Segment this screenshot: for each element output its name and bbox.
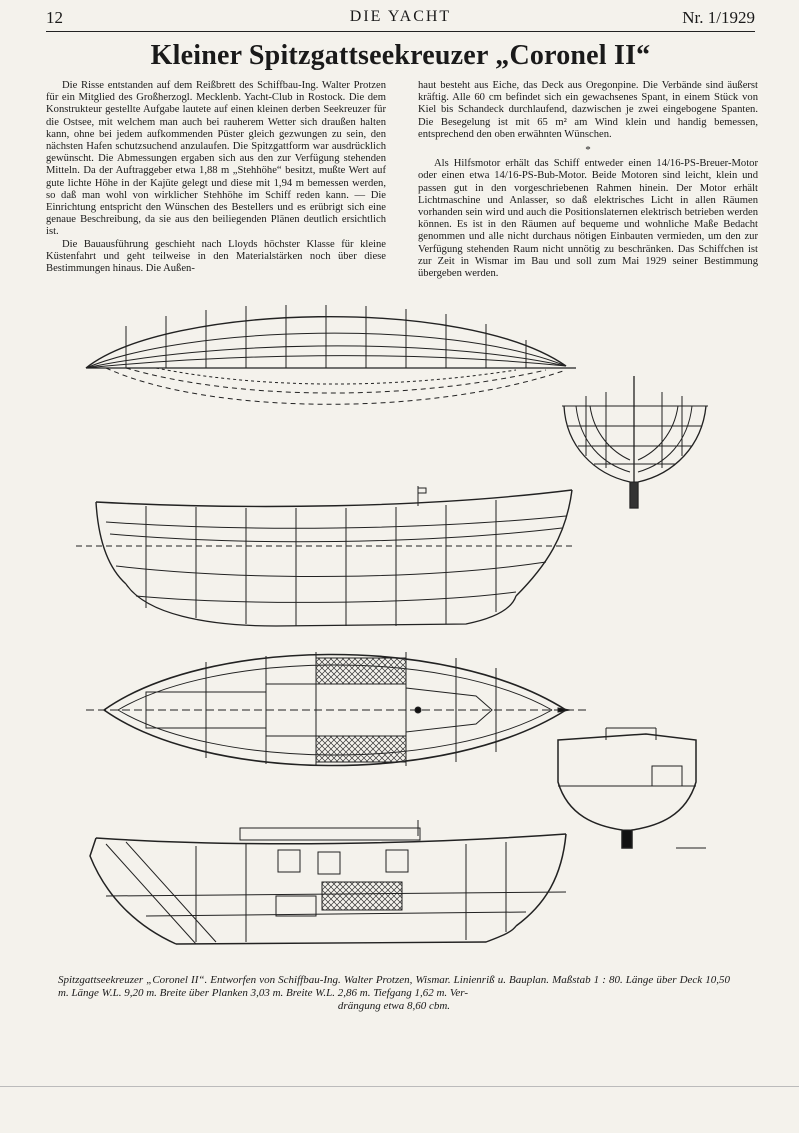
paragraph: haut besteht aus Eiche, das Deck aus Ore…	[418, 80, 758, 140]
caption-line: drängung etwa 8,60 cbm.	[337, 1000, 451, 1012]
issue-number: Nr. 1/1929	[682, 8, 755, 27]
figure-caption: Spitzgattseekreuzer „Coronel II“. Entwor…	[58, 974, 730, 1013]
article-body: Die Risse entstanden auf dem Reißbrett d…	[46, 80, 758, 294]
construction-plan	[90, 820, 566, 944]
paragraph: Die Bauausführung geschieht nach Lloyds …	[46, 238, 386, 275]
running-header: 12 DIE YACHT Nr. 1/1929	[46, 8, 755, 30]
half-breadth-plan	[86, 305, 576, 404]
magazine-name: DIE YACHT	[349, 8, 452, 25]
accommodation-plan	[86, 652, 586, 766]
midship-section	[558, 728, 706, 848]
body-plan	[562, 376, 708, 508]
right-column: haut besteht aus Eiche, das Deck aus Ore…	[418, 80, 758, 280]
article-title: Kleiner Spitzgattseekreuzer „Coronel II“	[150, 40, 651, 71]
profile-plan	[76, 486, 576, 626]
page-bottom-rule	[0, 1086, 799, 1087]
caption-line: Spitzgattseekreuzer „Coronel II“. Entwor…	[58, 974, 730, 999]
left-column: Die Risse entstanden auf dem Reißbrett d…	[46, 80, 386, 275]
paragraph: Die Risse entstanden auf dem Reißbrett d…	[46, 80, 386, 238]
header-rule	[46, 31, 755, 32]
page-number: 12	[46, 8, 63, 27]
paragraph: Als Hilfsmotor erhält das Schiff entwede…	[418, 158, 758, 280]
technical-drawings	[46, 296, 758, 968]
section-separator: *	[585, 144, 591, 157]
